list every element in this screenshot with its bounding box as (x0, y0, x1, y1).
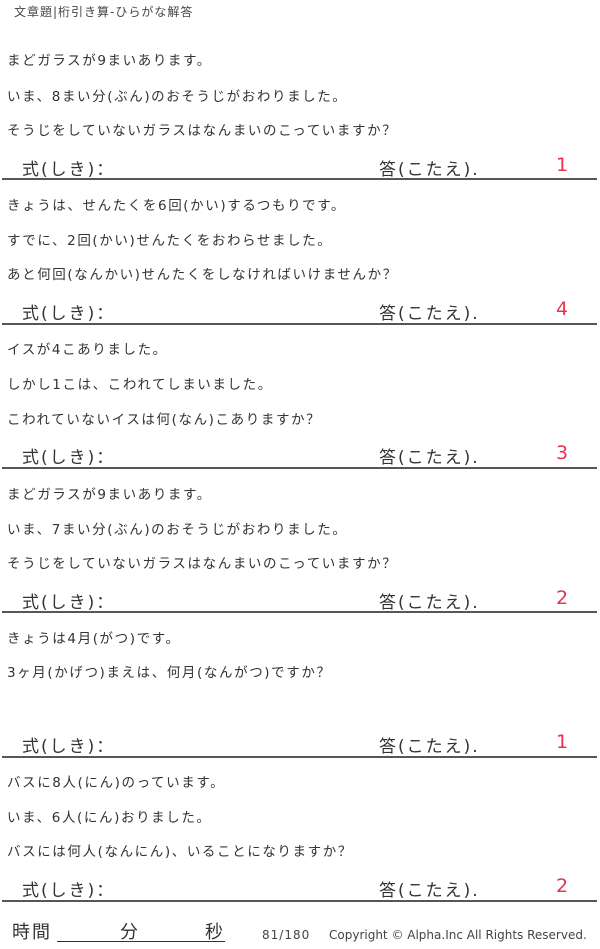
problem-text: バスに8人(にん)のっています。 (7, 775, 226, 791)
answer-value: 1 (555, 731, 569, 753)
answer-label: 答(こたえ). (379, 881, 480, 901)
copyright-text: Copyright © Alpha.Inc All Rights Reserve… (329, 928, 587, 942)
answer-label: 答(こたえ). (379, 160, 480, 180)
problem-text: そうじをしていないガラスはなんまいのこっていますか？ (7, 556, 398, 572)
separator-rule (2, 756, 597, 758)
answer-label: 答(こたえ). (379, 448, 480, 468)
problem-text: イスが4こありました。 (7, 342, 168, 358)
problem-text: こわれていないイスは何(なん)こありますか？ (7, 412, 322, 428)
separator-rule (2, 178, 597, 180)
problem-text: まどガラスが9まいあります。 (7, 487, 212, 503)
problem-text: あと何回(なんかい)せんたくをしなければいけませんか？ (7, 267, 398, 283)
problem-text: まどガラスが9まいあります。 (7, 53, 212, 69)
answer-value: 3 (555, 442, 569, 464)
answer-label: 答(こたえ). (379, 304, 480, 324)
answer-label: 答(こたえ). (379, 737, 480, 757)
answer-value: 1 (555, 154, 569, 176)
answer-row: 式(しき)： 答(こたえ). 3 (0, 442, 600, 473)
footer: 時間 分 秒 81/180 Copyright © Alpha.Inc All … (0, 918, 600, 948)
formula-label: 式(しき)： (22, 160, 116, 180)
problem-text: すでに、2回(かい)せんたくをおわらせました。 (7, 233, 333, 249)
answer-row: 式(しき)： 答(こたえ). 2 (0, 587, 600, 618)
formula-label: 式(しき)： (22, 881, 116, 901)
separator-rule (2, 323, 597, 325)
problem-text: そうじをしていないガラスはなんまいのこっていますか？ (7, 123, 398, 139)
answer-value: 4 (555, 298, 569, 320)
problem-text: いま、7まい分(ぶん)のおそうじがおわりました。 (7, 522, 348, 538)
separator-rule (2, 611, 597, 613)
separator-rule (2, 900, 597, 902)
time-blank-line (57, 941, 225, 942)
page-number: 81/180 (262, 928, 311, 942)
problem-text: しかし1こは、こわれてしまいました。 (7, 377, 273, 393)
minutes-label: 分 (120, 922, 138, 943)
answer-row: 式(しき)： 答(こたえ). 1 (0, 154, 600, 185)
formula-label: 式(しき)： (22, 737, 116, 757)
answer-value: 2 (555, 875, 569, 897)
answer-row: 式(しき)： 答(こたえ). 1 (0, 731, 600, 762)
worksheet-title: 文章題|桁引き算-ひらがな解答 (14, 5, 194, 19)
separator-rule (2, 467, 597, 469)
answer-label: 答(こたえ). (379, 593, 480, 613)
problem-text: いま、6人(にん)おりました。 (7, 810, 212, 826)
seconds-label: 秒 (205, 922, 223, 943)
problem-text: きょうは、せんたくを6回(かい)するつもりです。 (7, 198, 347, 214)
time-label: 時間 (12, 922, 52, 943)
answer-row: 式(しき)： 答(こたえ). 2 (0, 875, 600, 906)
problem-text: 3ヶ月(かげつ)まえは、何月(なんがつ)ですか？ (7, 665, 332, 681)
problem-text: バスには何人(なんにん)、いることになりますか？ (7, 844, 353, 860)
formula-label: 式(しき)： (22, 593, 116, 613)
formula-label: 式(しき)： (22, 304, 116, 324)
answer-row: 式(しき)： 答(こたえ). 4 (0, 298, 600, 329)
problem-text: いま、8まい分(ぶん)のおそうじがおわりました。 (7, 89, 348, 105)
problem-text: きょうは4月(がつ)です。 (7, 631, 181, 647)
formula-label: 式(しき)： (22, 448, 116, 468)
answer-value: 2 (555, 587, 569, 609)
